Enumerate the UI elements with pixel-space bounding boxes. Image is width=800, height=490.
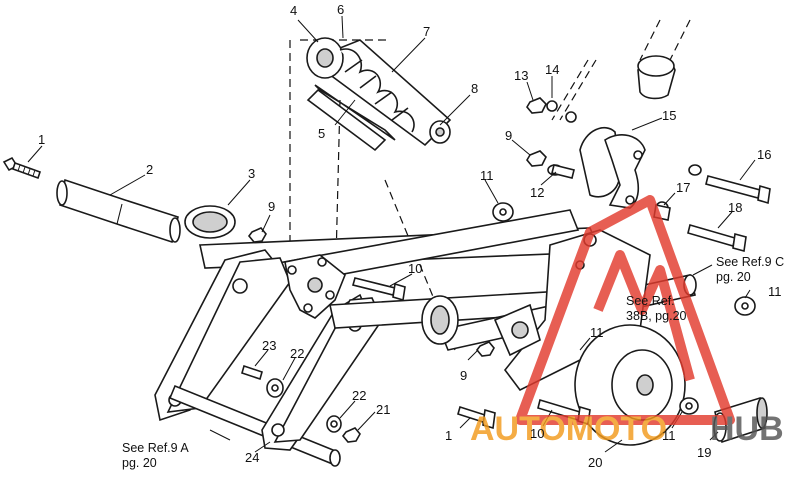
part-label-3: 3: [248, 166, 255, 181]
part-label-8: 8: [471, 81, 478, 96]
part-label-16: 16: [757, 147, 771, 162]
part-label-11a: 11: [480, 168, 494, 183]
shock-bracket: [579, 55, 676, 209]
part-label-13: 13: [514, 68, 528, 83]
part-label-2: 2: [146, 162, 153, 177]
ref-38b-line1: See Ref.: [626, 294, 675, 308]
part-label-10b: 10: [530, 426, 544, 441]
ref-9c-line2: pg. 20: [716, 270, 751, 284]
part-label-1b: 1: [445, 428, 452, 443]
watermark-logo: AUTOMOTO HUB: [470, 195, 784, 448]
part-label-23: 23: [262, 338, 276, 353]
ref-9a-line2: pg. 20: [122, 456, 157, 470]
part-label-18: 18: [728, 200, 742, 215]
part-label-5: 5: [318, 126, 325, 141]
part-label-12: 12: [530, 185, 544, 200]
part-label-9b: 9: [505, 128, 512, 143]
part-label-20: 20: [588, 455, 602, 470]
part-label-19: 19: [697, 445, 711, 460]
part-label-6: 6: [337, 2, 344, 17]
part-label-1: 1: [38, 132, 45, 147]
ref-38b-line2: 38B, pg.20: [626, 309, 687, 323]
bolt-part-left: [2, 156, 42, 180]
part-label-9c: 9: [460, 368, 467, 383]
part-label-14: 14: [545, 62, 559, 77]
ref-9a-line1: See Ref.9 A: [122, 441, 189, 455]
part-label-11b: 11: [768, 284, 782, 299]
part-label-7: 7: [423, 24, 430, 39]
center-bracket-plate: [284, 254, 346, 319]
watermark-hub: HUB: [710, 410, 784, 448]
part-label-11c: 11: [590, 325, 604, 340]
reference-notes: See Ref.9 A pg. 20 See Ref.9 C pg. 20 Se…: [122, 255, 784, 470]
nuts: [247, 97, 547, 443]
leader-lines: [27, 15, 756, 453]
shock-absorber: [306, 37, 452, 152]
left-link-arm: [154, 249, 341, 467]
part-label-10a: 10: [408, 261, 422, 276]
ref-9c-line1: See Ref.9 C: [716, 255, 784, 269]
assembly-guide-lines: [289, 19, 691, 351]
part-label-4: 4: [290, 3, 297, 18]
washers: [266, 100, 756, 433]
part-label-11d: 11: [662, 428, 676, 443]
part-label-17: 17: [676, 180, 690, 195]
part-label-22b: 22: [352, 388, 366, 403]
watermark-auto-moto: AUTOMOTO: [470, 410, 667, 448]
part-number-labels: 1 2 3 4 5 6 7 8 9 9 9 10 10 11 11 11 11 …: [38, 2, 782, 470]
part-label-21: 21: [376, 402, 390, 417]
part-label-24: 24: [245, 450, 259, 465]
part-label-15: 15: [662, 108, 676, 123]
bushing-left: [184, 205, 236, 239]
part-label-22a: 22: [290, 346, 304, 361]
part-label-9a: 9: [268, 199, 275, 214]
pin-tube-part: [56, 178, 181, 244]
